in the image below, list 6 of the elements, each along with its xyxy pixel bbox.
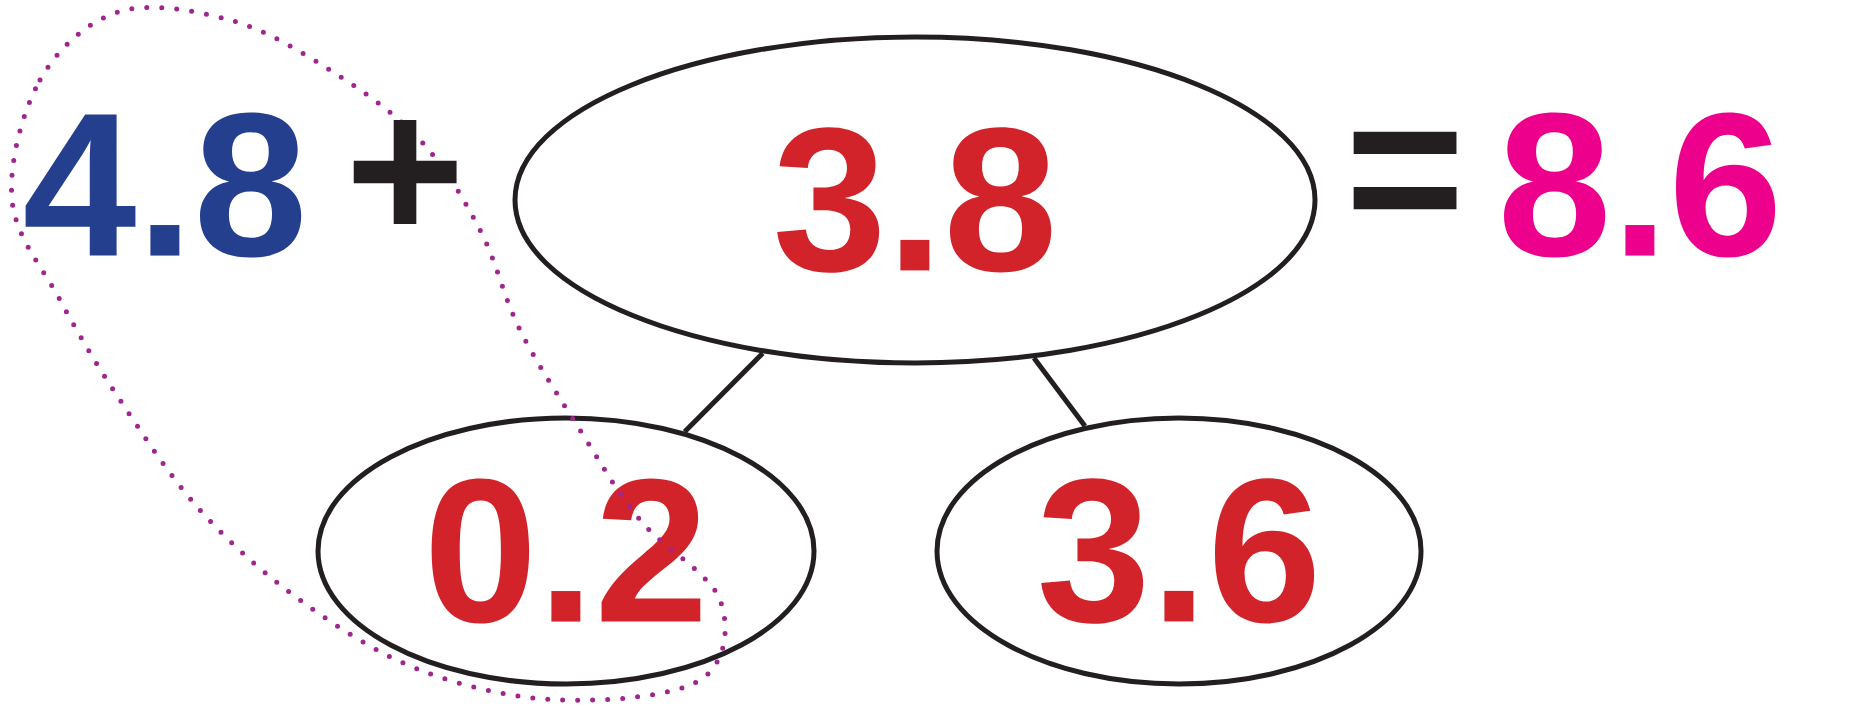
- number-text: =: [1353, 131, 1457, 210]
- number-text: +: [353, 119, 457, 224]
- number-text: 8.6: [1504, 112, 1776, 258]
- number-text: 4.8: [25, 112, 302, 258]
- connector-line: [682, 351, 765, 434]
- connector-line: [1031, 356, 1087, 428]
